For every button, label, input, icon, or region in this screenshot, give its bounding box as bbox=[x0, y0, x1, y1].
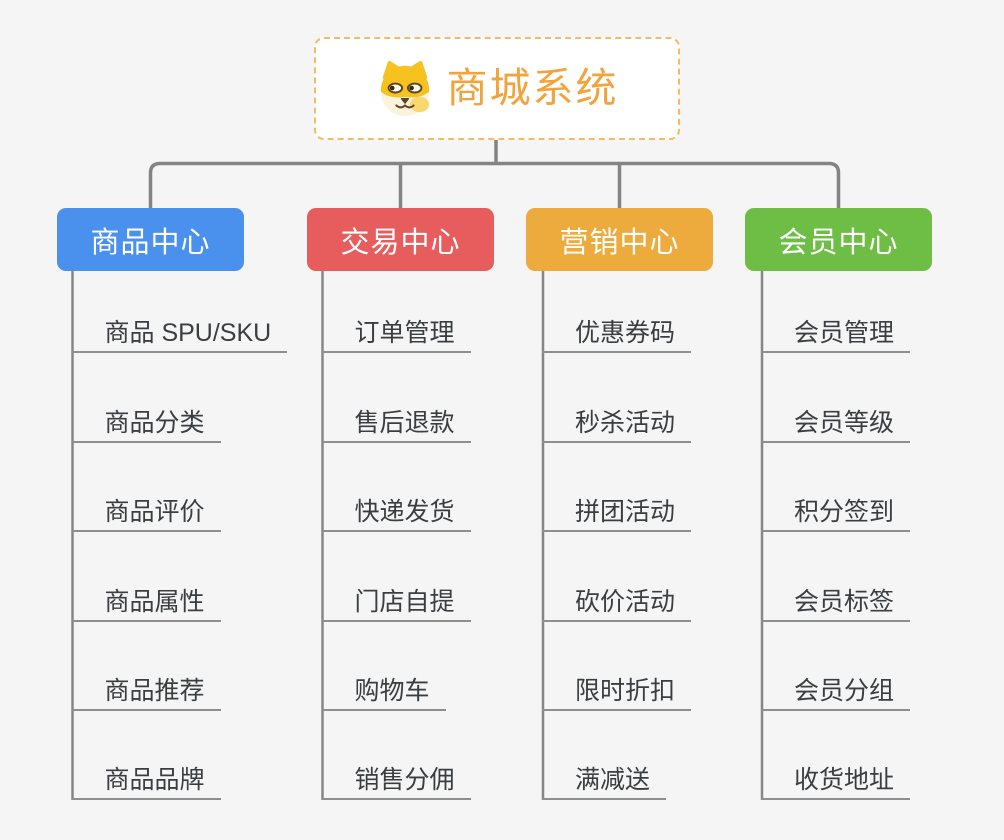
leaf-node[interactable]: 满减送 bbox=[542, 749, 667, 800]
root-title: 商城系统 bbox=[446, 65, 619, 111]
leaf-node[interactable]: 限时折扣 bbox=[542, 660, 692, 711]
leaf-node[interactable]: 积分签到 bbox=[761, 481, 911, 532]
leaf-node[interactable]: 会员管理 bbox=[761, 302, 911, 353]
leaf-node[interactable]: 会员标签 bbox=[761, 571, 911, 622]
leaf-node[interactable]: 售后退款 bbox=[321, 392, 471, 443]
leaf-node[interactable]: 商品分类 bbox=[71, 392, 221, 443]
leaf-node[interactable]: 商品推荐 bbox=[71, 660, 221, 711]
root-node[interactable]: 商城系统 bbox=[314, 37, 680, 140]
branch-node-trade-center[interactable]: 交易中心 bbox=[307, 208, 494, 271]
leaf-node[interactable]: 会员分组 bbox=[761, 660, 911, 711]
branch-node-member-center[interactable]: 会员中心 bbox=[745, 208, 932, 271]
dog-face-icon bbox=[380, 60, 429, 116]
leaf-node[interactable]: 销售分佣 bbox=[321, 749, 471, 800]
leaf-node[interactable]: 商品品牌 bbox=[71, 749, 221, 800]
branch-node-marketing-center[interactable]: 营销中心 bbox=[526, 208, 713, 271]
leaf-node[interactable]: 订单管理 bbox=[321, 302, 471, 353]
leaf-node[interactable]: 快递发货 bbox=[321, 481, 471, 532]
leaf-node[interactable]: 砍价活动 bbox=[542, 571, 692, 622]
leaf-node[interactable]: 门店自提 bbox=[321, 571, 471, 622]
leaf-node[interactable]: 商品 SPU/SKU bbox=[71, 302, 288, 353]
branch-rail-line bbox=[148, 161, 841, 209]
leaf-node[interactable]: 拼团活动 bbox=[542, 481, 692, 532]
leaf-node[interactable]: 秒杀活动 bbox=[542, 392, 692, 443]
leaf-node[interactable]: 购物车 bbox=[321, 660, 446, 711]
leaf-node[interactable]: 优惠券码 bbox=[542, 302, 692, 353]
leaf-node[interactable]: 收货地址 bbox=[761, 749, 911, 800]
leaf-node[interactable]: 会员等级 bbox=[761, 392, 911, 443]
leaf-node[interactable]: 商品评价 bbox=[71, 481, 221, 532]
leaf-node[interactable]: 商品属性 bbox=[71, 571, 221, 622]
branch-node-product-center[interactable]: 商品中心 bbox=[57, 208, 244, 271]
